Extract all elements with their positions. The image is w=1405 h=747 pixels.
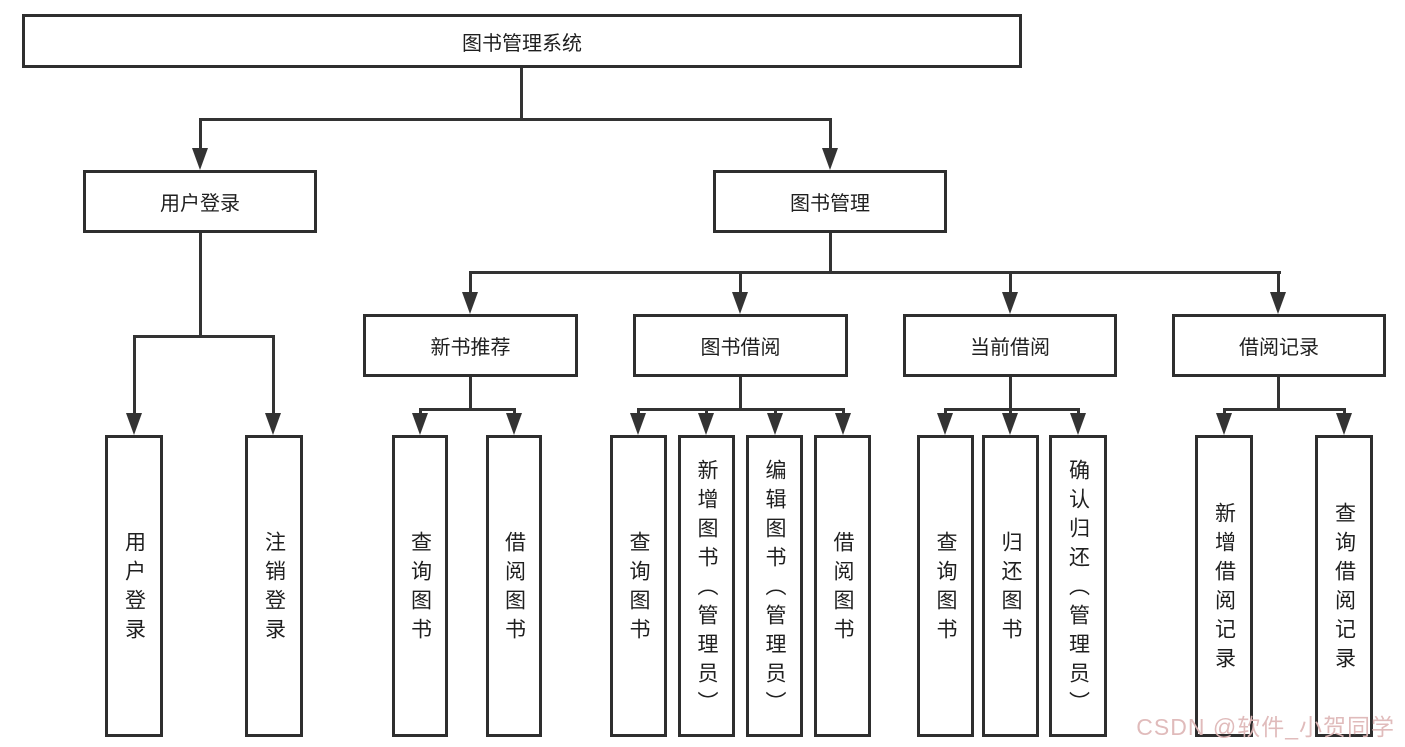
node-new-book-recommend-label: 新书推荐 (430, 337, 511, 359)
arrow-down-icon (1070, 413, 1086, 435)
connector-line (738, 377, 742, 408)
leaf-query-book-2-label: 查询图书 (627, 531, 650, 647)
arrow-down-icon (1270, 292, 1286, 314)
leaf-borrow-book-1: 借阅图书 (486, 435, 542, 737)
leaf-edit-book-admin: 编辑图书（管理员） (746, 435, 803, 737)
arrow-down-icon (1002, 413, 1018, 435)
connector-line (841, 408, 845, 415)
connector-line (943, 408, 1080, 411)
node-root-label: 图书管理系统 (462, 32, 582, 55)
leaf-confirm-return-admin: 确认归还（管理员） (1049, 435, 1107, 737)
node-borrow-records-label: 借阅记录 (1239, 337, 1319, 359)
leaf-query-book-2: 查询图书 (610, 435, 667, 737)
arrow-down-icon (126, 413, 142, 435)
connector-line (1276, 377, 1280, 408)
arrow-down-icon (1002, 292, 1018, 314)
leaf-return-book-label: 归还图书 (999, 531, 1022, 647)
leaf-user-login: 用户登录 (105, 435, 163, 737)
node-current-borrow: 当前借阅 (903, 314, 1117, 377)
connector-line (132, 335, 275, 338)
node-root: 图书管理系统 (22, 14, 1022, 68)
node-book-borrow-label: 图书借阅 (700, 337, 781, 359)
leaf-query-book-1: 查询图书 (392, 435, 448, 737)
leaf-borrow-book-2: 借阅图书 (814, 435, 871, 737)
arrow-down-icon (698, 413, 714, 435)
connector-line (271, 335, 275, 415)
leaf-query-book-3-label: 查询图书 (934, 531, 957, 647)
leaf-add-borrow-record: 新增借阅记录 (1195, 435, 1253, 737)
arrow-down-icon (1216, 413, 1232, 435)
connector-line (1008, 377, 1012, 408)
arrow-down-icon (767, 413, 783, 435)
connector-line (418, 408, 516, 411)
connector-line (418, 408, 422, 415)
connector-line (1008, 271, 1012, 292)
connector-line (198, 233, 202, 335)
connector-line (943, 408, 947, 415)
arrow-down-icon (822, 148, 838, 170)
leaf-query-borrow-record: 查询借阅记录 (1315, 435, 1373, 737)
leaf-logout: 注销登录 (245, 435, 303, 737)
node-borrow-records: 借阅记录 (1172, 314, 1386, 377)
connector-line (636, 408, 640, 415)
arrow-down-icon (732, 292, 748, 314)
arrow-down-icon (937, 413, 953, 435)
arrow-down-icon (265, 413, 281, 435)
arrow-down-icon (412, 413, 428, 435)
node-user-login-label: 用户登录 (160, 193, 240, 215)
node-book-borrow: 图书借阅 (633, 314, 848, 377)
node-book-management-label: 图书管理 (790, 193, 870, 215)
node-user-login: 用户登录 (83, 170, 317, 233)
node-new-book-recommend: 新书推荐 (363, 314, 578, 377)
leaf-confirm-return-admin-label: 确认归还（管理员） (1066, 458, 1090, 720)
leaf-add-book-admin: 新增图书（管理员） (678, 435, 735, 737)
connector-line (1222, 408, 1226, 415)
node-book-management: 图书管理 (713, 170, 947, 233)
connector-line (773, 408, 777, 415)
connector-line (519, 68, 523, 118)
connector-line (828, 118, 832, 150)
connector-line (704, 408, 708, 415)
connector-line (1076, 408, 1080, 415)
leaf-add-borrow-record-label: 新增借阅记录 (1212, 502, 1236, 676)
connector-line (1342, 408, 1346, 415)
connector-line (132, 335, 136, 415)
leaf-edit-book-admin-label: 编辑图书（管理员） (763, 458, 786, 720)
connector-line (1008, 408, 1012, 415)
connector-line (198, 118, 202, 150)
connector-line (636, 408, 845, 411)
leaf-borrow-book-2-label: 借阅图书 (831, 531, 854, 647)
leaf-add-book-admin-label: 新增图书（管理员） (695, 458, 718, 720)
connector-line (198, 118, 832, 121)
connector-line (512, 408, 516, 415)
leaf-borrow-book-1-label: 借阅图书 (502, 531, 526, 647)
node-current-borrow-label: 当前借阅 (970, 337, 1050, 359)
connector-line (738, 271, 742, 292)
connector-line (468, 377, 472, 408)
connector-line (828, 233, 832, 271)
arrow-down-icon (630, 413, 646, 435)
leaf-return-book: 归还图书 (982, 435, 1039, 737)
arrow-down-icon (462, 292, 478, 314)
leaf-query-book-1-label: 查询图书 (408, 531, 432, 647)
leaf-logout-label: 注销登录 (262, 531, 286, 647)
connector-line (468, 271, 472, 292)
connector-line (1222, 408, 1346, 411)
arrow-down-icon (1336, 413, 1352, 435)
leaf-user-login-label: 用户登录 (122, 531, 146, 647)
arrow-down-icon (835, 413, 851, 435)
leaf-query-borrow-record-label: 查询借阅记录 (1332, 502, 1356, 676)
connector-line (468, 271, 1281, 274)
arrow-down-icon (192, 148, 208, 170)
arrow-down-icon (506, 413, 522, 435)
connector-line (1276, 271, 1280, 292)
leaf-query-book-3: 查询图书 (917, 435, 974, 737)
